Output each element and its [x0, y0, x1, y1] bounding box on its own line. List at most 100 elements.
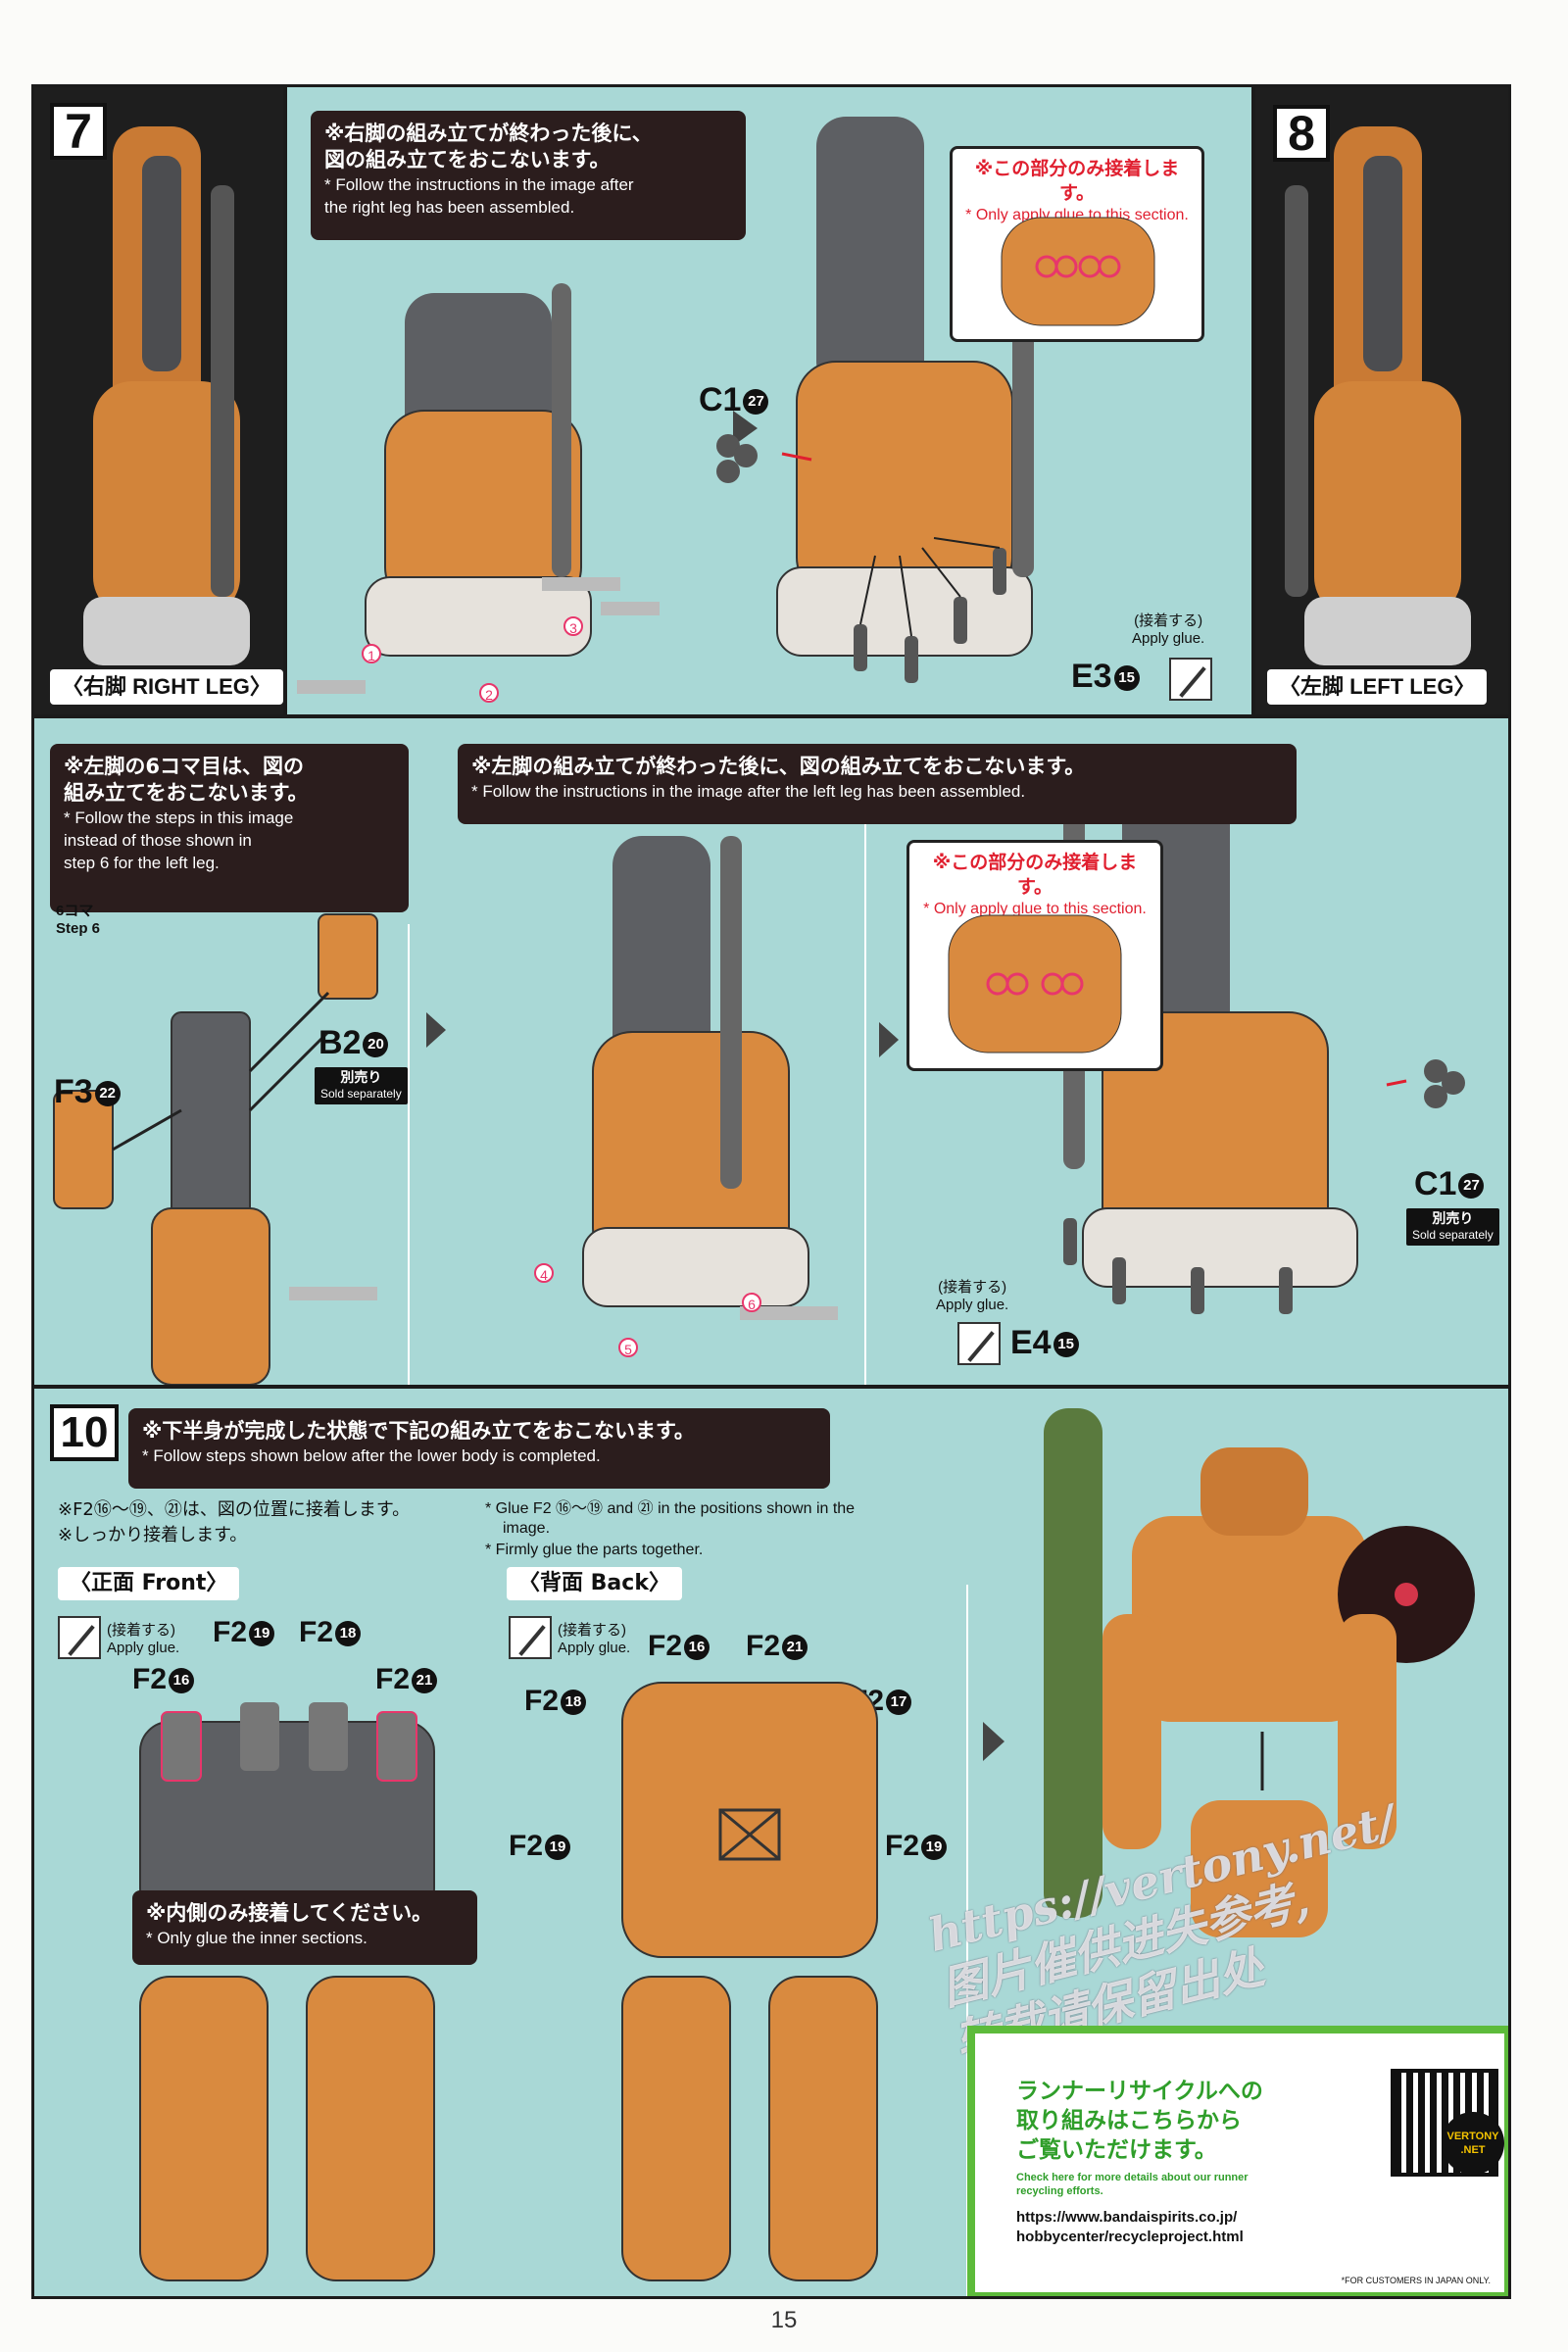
step7-part-e3-label: E3: [1071, 658, 1112, 695]
step7-glue-box: ※この部分のみ接着します。 * Only apply glue to this …: [950, 146, 1204, 342]
step7-note: ※右脚の組み立てが終わった後に、 図の組み立てをおこないます。 * Follow…: [311, 111, 746, 240]
step10-note-en: * Follow steps shown below after the low…: [142, 1446, 601, 1465]
badge-line-2: .NET: [1460, 2144, 1486, 2156]
step7-callout-3: 3: [564, 616, 583, 639]
step7-note-en-2: the right leg has been assembled.: [324, 198, 575, 217]
front-apply-glue: (接着する) Apply glue.: [107, 1622, 179, 1657]
step9-apply-glue-jp: (接着する): [938, 1279, 1007, 1296]
step9-sold-separately-c1: 別売り Sold separately: [1406, 1208, 1499, 1246]
step-number-10: 10: [50, 1404, 119, 1461]
step7-instruction-panel: ※右脚の組み立てが終わった後に、 図の組み立てをおこないます。 * Follow…: [284, 84, 1254, 717]
step7-apply-glue-en: Apply glue.: [1132, 630, 1205, 647]
step9-callout-4: 4: [534, 1263, 554, 1286]
callout-2: 2: [479, 683, 499, 703]
step9-note1-jp-1: ※左脚の6コマ目は、図の: [64, 755, 305, 778]
glue-brush-icon: [58, 1616, 101, 1659]
part-name: F2: [648, 1630, 683, 1662]
step9-callout-6: 6: [742, 1293, 761, 1315]
step9-note-1: ※左脚の6コマ目は、図の 組み立てをおこないます。 * Follow the s…: [50, 744, 409, 912]
step7-apply-glue: (接着する) Apply glue.: [1132, 612, 1204, 648]
part-number: 21: [782, 1635, 808, 1661]
step9-assembly-illustration: [53, 787, 1465, 1385]
back-apply-glue-en: Apply glue.: [558, 1640, 631, 1656]
back-apply-glue: (接着する) Apply glue.: [558, 1622, 630, 1657]
step9-part-e4-label: E4: [1010, 1324, 1052, 1361]
part-number: 18: [335, 1621, 362, 1647]
step6-label-en: Step 6: [56, 920, 101, 937]
step10-note: ※下半身が完成した状態で下記の組み立てをおこないます。 * Follow ste…: [128, 1408, 830, 1489]
step9-note1-en-1: * Follow the steps in this image: [64, 808, 294, 827]
step10-inst-jp-1: ※F2⑯～⑲、㉑は、図の位置に接着します。: [58, 1499, 411, 1520]
step9-apply-glue-en: Apply glue.: [936, 1297, 1009, 1313]
recycle-en-2: recycling efforts.: [1016, 2185, 1103, 2197]
inner-glue-en: * Only glue the inner sections.: [146, 1929, 368, 1947]
step7-note-jp-2: 図の組み立てをおこないます。: [324, 148, 611, 172]
part-number: 18: [561, 1690, 587, 1716]
step9-glue-jp: ※この部分のみ接着します。: [932, 852, 1138, 898]
badge-line-1: VERTONY: [1446, 2131, 1499, 2142]
part-number: 17: [886, 1690, 912, 1716]
step9-part-f3-label: F3: [54, 1073, 93, 1110]
step9-glue-en: * Only apply glue to this section.: [923, 901, 1147, 917]
sold-separately-en-2: Sold separately: [1412, 1228, 1494, 1242]
front-view-label: 〈正面 Front〉: [58, 1567, 240, 1600]
step10-inst-en-2: image.: [503, 1520, 551, 1537]
step-number-7: 7: [50, 103, 107, 160]
step7-glue-detail: [1001, 217, 1155, 326]
step7-glue-jp: ※この部分のみ接着します。: [974, 158, 1180, 204]
recycle-url-1: https://www.bandaispirits.co.jp/: [1016, 2209, 1238, 2226]
callout-1: 1: [362, 644, 381, 663]
step9-glue-detail: [948, 914, 1122, 1054]
callout-6: 6: [742, 1293, 761, 1312]
recycle-info-box: ランナーリサイクルへの 取り組みはこちらから ご覧いただけます。 Check h…: [967, 2026, 1508, 2296]
step7-glue-en: * Only apply glue to this section.: [965, 207, 1189, 223]
part-number: 21: [412, 1668, 438, 1694]
step10-inst-en-3: * Firmly glue the parts together.: [485, 1542, 704, 1558]
glue-brush-icon: [957, 1322, 1001, 1365]
step9-part-f3-number: 22: [94, 1081, 121, 1107]
callout-3: 3: [564, 616, 583, 636]
sold-separately-en: Sold separately: [320, 1087, 402, 1101]
step7-part-c1-label: C1: [699, 381, 742, 418]
glue-brush-icon: [1169, 658, 1212, 701]
step7-callout-1: 1: [362, 644, 381, 666]
right-leg-label: 〈右脚 RIGHT LEG〉: [50, 669, 283, 705]
part-number: 19: [545, 1835, 571, 1861]
part-name: F2: [375, 1663, 411, 1695]
sold-separately-jp: 別売り: [340, 1069, 382, 1085]
step9-note1-en-3: step 6 for the left leg.: [64, 854, 220, 872]
step9-note1-jp-2: 組み立てをおこないます。: [64, 781, 309, 805]
front-apply-glue-jp: (接着する): [107, 1622, 175, 1639]
step9-panel: ※左脚の6コマ目は、図の 組み立てをおこないます。 * Follow the s…: [31, 715, 1511, 1388]
step7-part-e3-number: 15: [1113, 665, 1140, 692]
back-apply-glue-jp: (接着する): [558, 1622, 626, 1639]
step9-note-2: ※左脚の組み立てが終わった後に、図の組み立てをおこないます。 * Follow …: [458, 744, 1297, 824]
step7-apply-glue-jp: (接着する): [1134, 612, 1203, 629]
part-name: F2: [299, 1616, 334, 1648]
callout-5: 5: [618, 1338, 638, 1357]
part-name: F2: [746, 1630, 781, 1662]
vertony-badge: VERTONY .NET: [1442, 2112, 1504, 2175]
part-name: F2: [132, 1663, 168, 1695]
part-name: F2: [509, 1830, 544, 1862]
step-number-8: 8: [1273, 105, 1330, 162]
back-view-label: 〈背面 Back〉: [507, 1567, 682, 1600]
recycle-url-link[interactable]: https://www.bandaispirits.co.jp/ hobbyce…: [1016, 2208, 1244, 2247]
step9-note1-en-2: instead of those shown in: [64, 831, 252, 850]
step9-part-e4-number: 15: [1053, 1332, 1079, 1358]
recycle-url-2: hobbycenter/recycleproject.html: [1016, 2229, 1244, 2245]
step9-part-b2-number: 20: [363, 1032, 389, 1058]
left-leg-label: 〈左脚 LEFT LEG〉: [1267, 669, 1488, 705]
